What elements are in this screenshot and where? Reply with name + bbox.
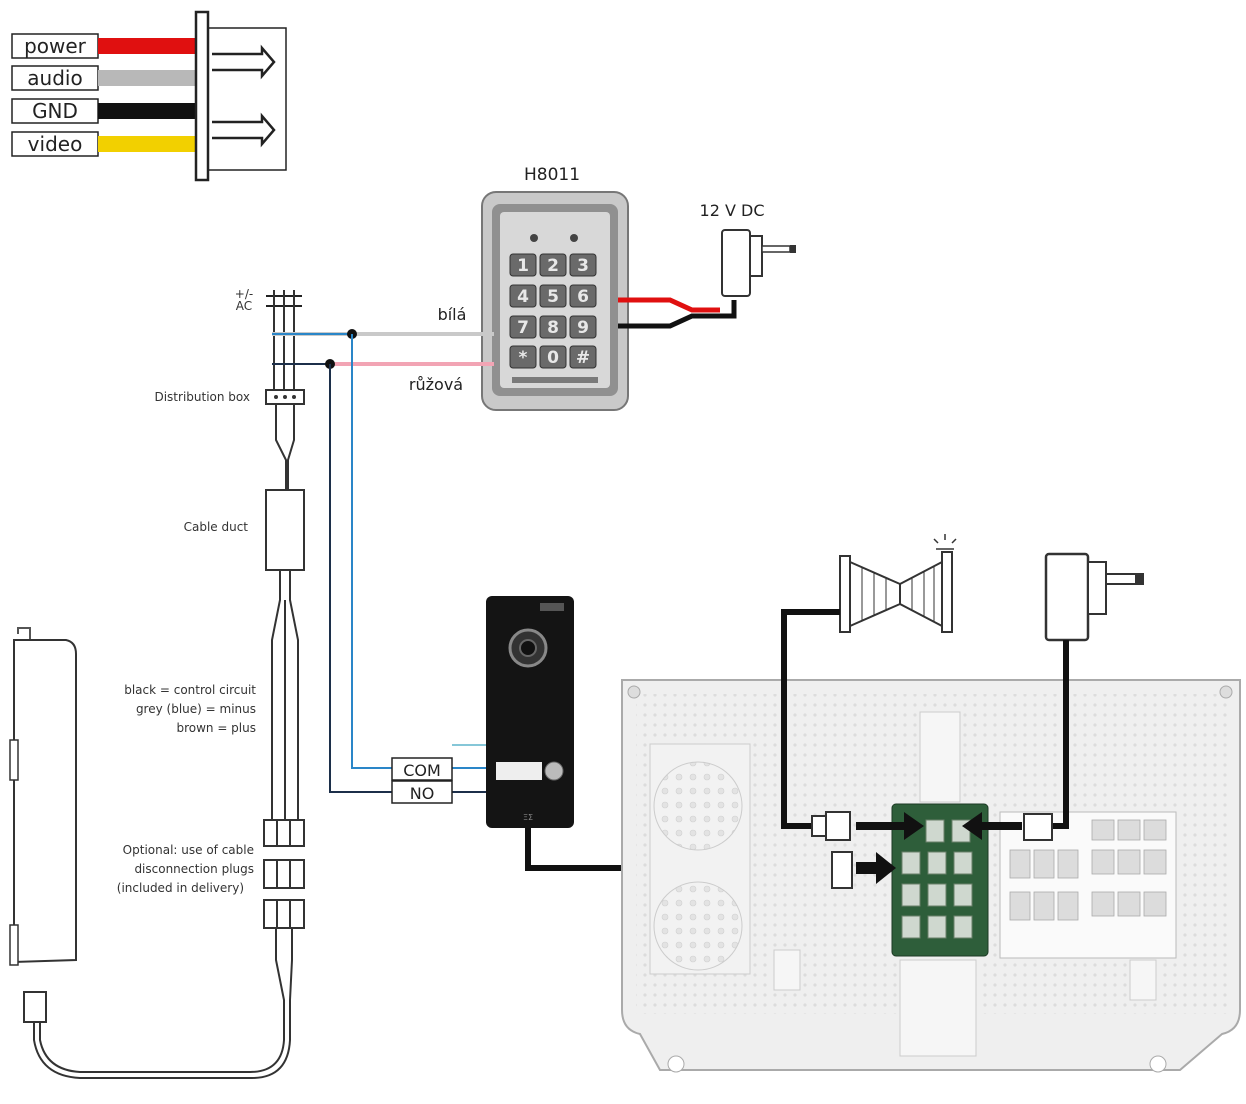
monitor-power-adapter-icon	[1044, 552, 1144, 642]
svg-text:1: 1	[517, 256, 529, 276]
bell-siren-icon	[839, 534, 957, 633]
key-1: 1	[509, 253, 537, 277]
distribution-box-label: Distribution box	[154, 390, 250, 404]
optional-note-2: disconnection plugs	[134, 862, 254, 876]
legend-box-audio	[11, 65, 99, 91]
keypad-power-wires	[618, 297, 737, 329]
keypad-model-label: H8011	[524, 165, 580, 185]
legend-brown-note: brown = plus	[176, 721, 256, 735]
wire-label-white: bílá	[438, 305, 467, 324]
svg-text:*: *	[519, 348, 528, 368]
speaker-grill-bottom	[653, 881, 743, 971]
legend-label-video: video	[28, 132, 83, 156]
svg-text:9: 9	[577, 318, 589, 338]
power-adapter-icon: 12 V DC	[700, 201, 796, 297]
key-2: 2	[539, 253, 567, 277]
psu-12v-label: 12 V DC	[700, 201, 765, 220]
bell-cable	[781, 609, 840, 829]
key-0: 0	[539, 345, 567, 369]
legend-label-audio: audio	[27, 66, 82, 90]
svg-text:4: 4	[517, 287, 529, 307]
mains-label: +/-AC	[235, 287, 253, 313]
keypad-h8011: H8011 1 2 3 4 5 6 7 8 9 * 0 #	[481, 165, 629, 411]
keypad-keys: 1 2 3 4 5 6 7 8 9 * 0 #	[509, 253, 597, 369]
legend-box-gnd	[11, 98, 99, 124]
key-3: 3	[569, 253, 597, 277]
key-5: 5	[539, 284, 567, 308]
monitor-power-cable	[1052, 640, 1069, 829]
svg-text:#: #	[576, 348, 590, 368]
key-hash: #	[569, 345, 597, 369]
disconnection-plugs	[263, 819, 305, 929]
svg-text:6: 6	[577, 287, 589, 307]
svg-text:3: 3	[577, 256, 589, 276]
svg-text:2: 2	[547, 256, 559, 276]
name-plate	[496, 762, 542, 780]
svg-text:ΞΣ: ΞΣ	[523, 813, 533, 822]
svg-text:7: 7	[517, 318, 529, 338]
legend-grey-note: grey (blue) = minus	[136, 702, 256, 716]
legend-wire-video	[98, 136, 200, 152]
svg-text:0: 0	[547, 348, 559, 368]
relay-terminals: COM NO	[391, 757, 453, 804]
legend-label-power: power	[24, 34, 87, 58]
key-8: 8	[539, 315, 567, 339]
com-terminal	[391, 757, 453, 781]
connector-plug-icon	[194, 10, 287, 182]
connection-arrows	[856, 812, 1022, 884]
no-terminal	[391, 780, 453, 804]
wire-label-pink: růžová	[409, 375, 463, 394]
key-9: 9	[569, 315, 597, 339]
com-label: COM	[403, 761, 441, 780]
cable-duct	[265, 489, 305, 571]
keypad-relay-wires	[272, 329, 494, 793]
legend-wire-gnd	[98, 103, 200, 119]
electric-lock-icon	[9, 627, 77, 966]
monitor-back-panel	[621, 679, 1241, 1073]
svg-text:5: 5	[547, 287, 559, 307]
legend-wire-power	[98, 38, 200, 54]
svg-text:8: 8	[547, 318, 559, 338]
mains-cable: +/-AC Distribution box Cable duct black …	[23, 287, 305, 1079]
legend-label-gnd: GND	[32, 99, 78, 123]
key-4: 4	[509, 284, 537, 308]
call-button-icon	[544, 761, 564, 781]
legend-box-power	[11, 33, 99, 59]
pcb-connectors	[811, 811, 1053, 889]
key-star: *	[509, 345, 537, 369]
speaker-grill-top	[653, 761, 743, 851]
door-station: ΞΣ	[486, 596, 574, 828]
key-6: 6	[569, 284, 597, 308]
cable-duct-label: Cable duct	[184, 520, 249, 534]
wire-legend: power audio GND video	[11, 10, 287, 182]
no-label: NO	[410, 784, 435, 803]
legend-black-note: black = control circuit	[124, 683, 256, 697]
key-7: 7	[509, 315, 537, 339]
optional-note-1: Optional: use of cable	[123, 843, 254, 857]
legend-wire-audio	[98, 70, 200, 86]
optional-note-3: (included in delivery)	[117, 881, 244, 895]
